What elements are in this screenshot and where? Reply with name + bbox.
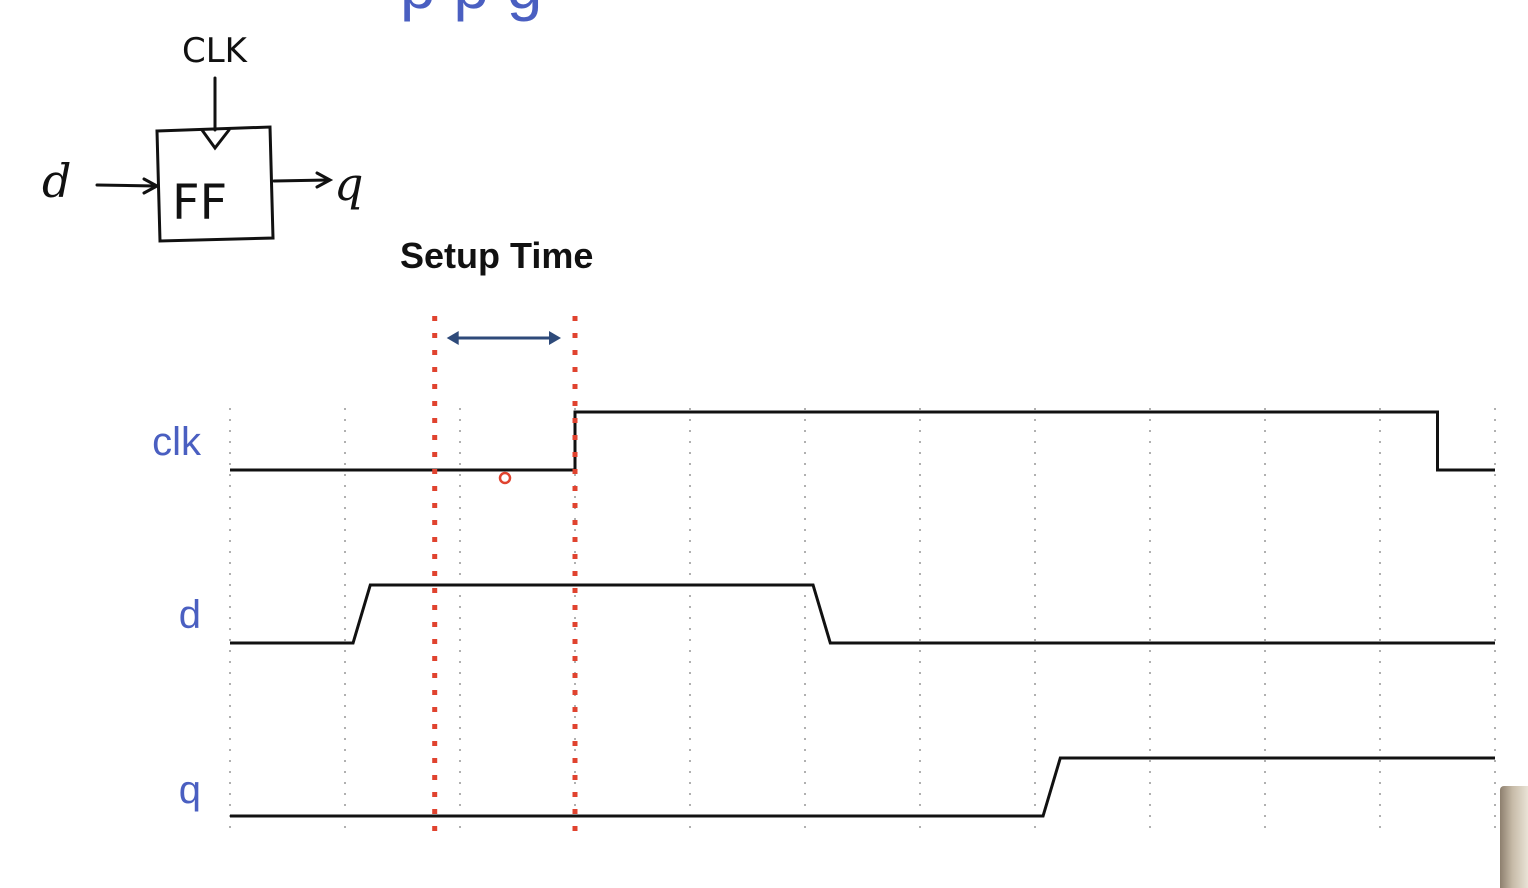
data-input-wire [95,183,157,188]
waveforms [230,410,1495,818]
ff-block-label: FF [172,175,227,231]
clock-input-label: CLK [182,31,249,71]
d-signal-label: d [179,593,201,637]
clk-waveform [230,410,1495,472]
clk-signal-label: clk [152,420,202,464]
arrow-right-head-icon [549,331,561,345]
setup-window-markers [432,316,578,842]
clock-triangle-icon [200,128,231,151]
output-arrow-icon [315,171,334,189]
data-input-label: d [42,154,71,208]
data-input-arrow-icon [142,177,161,195]
setup-time-label: Setup Time [400,235,593,276]
slide-title-fragment: p p g [400,0,542,22]
q-waveform [230,756,1495,818]
q-signal-label: q [179,768,201,812]
signal-labels: clk d q [152,420,202,812]
timing-grid [229,408,1496,830]
ff-block-outline [155,125,275,243]
flip-flop-schematic [95,76,334,243]
presenter-thumbnail [1500,786,1528,888]
cursor-dot-icon [498,471,512,485]
d-waveform [230,583,1495,645]
output-wire [272,178,330,183]
output-label: q [334,157,363,211]
arrow-left-head-icon [446,331,459,345]
